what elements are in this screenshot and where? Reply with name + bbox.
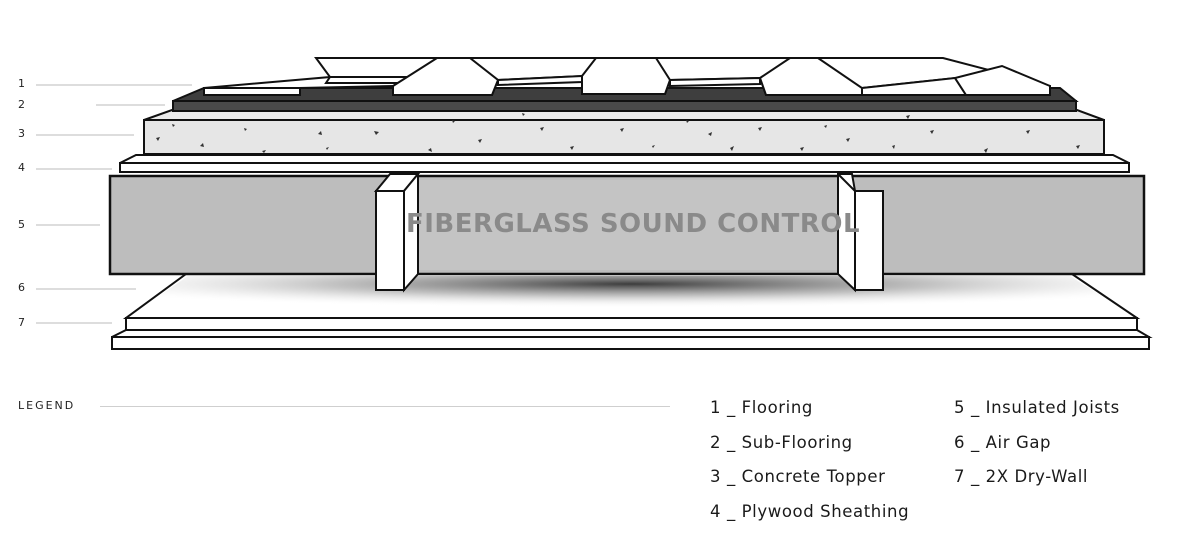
layer-flooring xyxy=(203,57,1051,96)
layer-air-gap xyxy=(122,273,1141,319)
legend-item-dry-wall: 7 _ 2X Dry-Wall xyxy=(954,467,1089,486)
layer-number-4: 4 xyxy=(18,161,25,174)
legend-item-sub-flooring: 2 _ Sub-Flooring xyxy=(710,432,853,452)
layer-number-5: 5 xyxy=(18,218,25,231)
concrete-speckles xyxy=(156,113,1080,153)
legend-title: LEGEND xyxy=(18,399,76,412)
layer-number-3: 3 xyxy=(18,127,25,140)
legend-item-flooring: 1 _ Flooring xyxy=(710,398,814,417)
layer-insulated-joists: FIBERGLASS SOUND CONTROL xyxy=(108,171,1146,293)
fiberglass-label: FIBERGLASS SOUND CONTROL xyxy=(406,209,860,239)
legend-item-air-gap: 6 _ Air Gap xyxy=(954,432,1052,452)
layer-number-labels: 1 2 3 4 5 6 7 xyxy=(18,77,192,329)
layer-number-1: 1 xyxy=(18,77,25,90)
legend-column-right: 5 _ Insulated Joists 6 _ Air Gap 7 _ 2X … xyxy=(954,396,1120,500)
joist-left xyxy=(373,171,421,293)
legend-item-plywood-sheathing: 4 _ Plywood Sheathing xyxy=(710,501,910,521)
layer-number-6: 6 xyxy=(18,281,25,294)
legend-item-concrete-topper: 3 _ Concrete Topper xyxy=(710,467,886,486)
legend-item-insulated-joists: 5 _ Insulated Joists xyxy=(954,398,1120,417)
legend-column-left: 1 _ Flooring 2 _ Sub-Flooring 3 _ Concre… xyxy=(710,396,909,534)
legend-divider xyxy=(100,406,670,407)
layer-plywood-sheathing xyxy=(119,154,1130,173)
joist-right xyxy=(837,171,884,293)
layer-concrete-topper xyxy=(143,109,1105,155)
layer-number-2: 2 xyxy=(18,98,25,111)
layer-number-7: 7 xyxy=(18,316,25,329)
layer-drywall xyxy=(111,317,1153,350)
